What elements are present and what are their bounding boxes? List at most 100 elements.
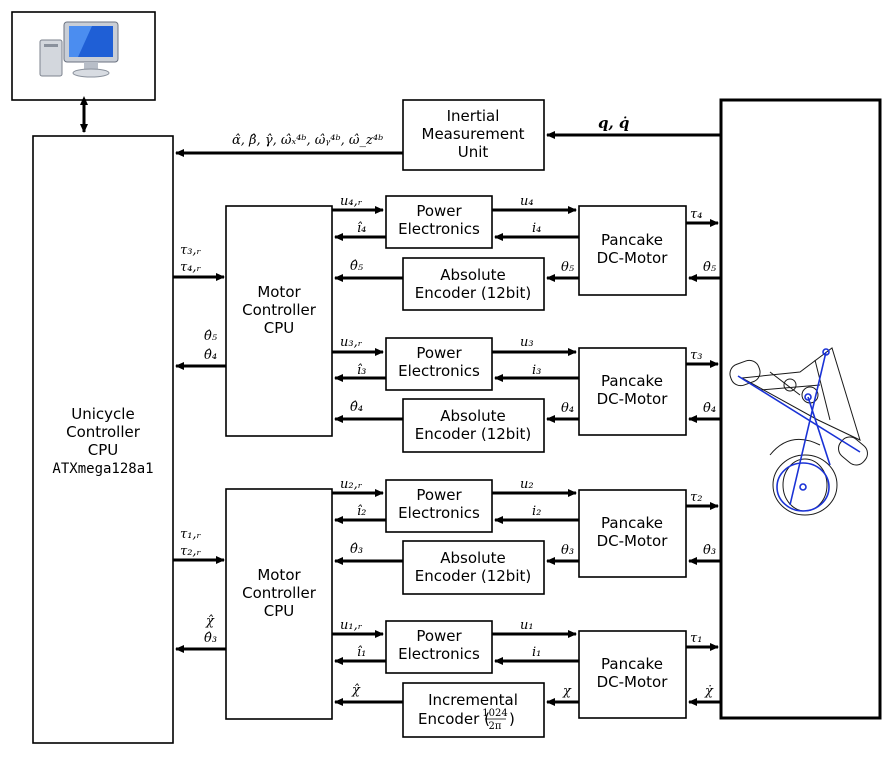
power-electronics-2 xyxy=(385,479,493,533)
pm2-label-2: DC-Motor xyxy=(597,532,669,550)
ae4-label-2: Encoder (12bit) xyxy=(415,425,531,443)
pe1-label-1: Power xyxy=(416,627,462,645)
power-electronics-3 xyxy=(385,337,493,391)
power-electronics-1 xyxy=(385,620,493,674)
pancake-motor-2 xyxy=(578,489,687,578)
motor-cpu-top-label-3: CPU xyxy=(264,319,295,337)
pe3-label-1: Power xyxy=(416,344,462,362)
signal-tau4: τ₄ xyxy=(690,207,702,222)
signal-chihat: χ̂ xyxy=(351,683,361,698)
signal-i2: i₂ xyxy=(532,504,541,519)
ie-label-2: Encoder ( xyxy=(418,710,490,728)
pe2-label-2: Electronics xyxy=(398,504,480,522)
signal-theta5: θ₅ xyxy=(561,260,575,275)
pm2-label-1: Pancake xyxy=(601,514,663,532)
signal-theta4hat: θ̂₄ xyxy=(350,400,363,415)
signal-imu-estimates: α̂, β̂, γ̂, ω̂ₓ⁴ᵇ, ω̂ᵧ⁴ᵇ, ω̂_z⁴ᵇ xyxy=(232,133,383,148)
signal-tau3r: τ₃,ᵣ xyxy=(180,243,202,258)
pancake-motor-1 xyxy=(578,630,687,719)
signal-theta5dot: θ̇₅ xyxy=(703,260,717,275)
pm3-label-1: Pancake xyxy=(601,372,663,390)
signal-u3r: u₃,ᵣ xyxy=(340,335,363,350)
signal-u3: u₃ xyxy=(520,335,534,350)
signal-chihat-up: χ̂ xyxy=(205,614,215,629)
imu-label-2: Measurement xyxy=(422,125,525,143)
signal-tau4r: τ₄,ᵣ xyxy=(180,260,202,275)
signal-i4hat: î₄ xyxy=(357,221,366,236)
unicycle-robot-icon xyxy=(729,347,868,516)
ae5-label-1: Absolute xyxy=(440,266,506,284)
pe1-label-2: Electronics xyxy=(398,645,480,663)
signal-u1r: u₁,ᵣ xyxy=(340,618,363,633)
motor-cpu-bottom-label-3: CPU xyxy=(264,602,295,620)
desktop-computer-icon xyxy=(39,21,119,78)
signal-theta5hat: θ̂₅ xyxy=(350,259,364,274)
robot-box xyxy=(719,98,882,720)
pe4-label-2: Electronics xyxy=(398,220,480,238)
pm4-label-1: Pancake xyxy=(601,231,663,249)
signal-theta4hat-up: θ̂₄ xyxy=(204,348,217,363)
signal-u4: u₄ xyxy=(520,194,534,209)
signal-tau1: τ₁ xyxy=(690,631,702,646)
motor-cpu-bottom-label-1: Motor xyxy=(257,566,301,584)
signal-theta3hat: θ̂₃ xyxy=(350,542,363,557)
pe4-label-1: Power xyxy=(416,202,462,220)
unicycle-controller-block xyxy=(32,135,174,744)
signal-tau2: τ₂ xyxy=(690,490,702,505)
motor-controller-bottom-block xyxy=(225,488,333,720)
signal-chi: χ xyxy=(562,684,572,699)
signal-i3hat: î₃ xyxy=(357,363,366,378)
ie-label-1: Incremental xyxy=(428,691,518,709)
ie-frac-den: 2π xyxy=(489,721,502,732)
unicycle-label-1: Unicycle xyxy=(71,405,134,423)
imu-block xyxy=(402,99,545,171)
motor-cpu-top-label-2: Controller xyxy=(242,301,317,319)
absolute-encoder-3 xyxy=(402,540,545,595)
unicycle-chip-label: ATXmega128a1 xyxy=(52,461,153,477)
signal-tau1r: τ₁,ᵣ xyxy=(180,527,202,542)
pm3-label-2: DC-Motor xyxy=(597,390,669,408)
signal-theta3: θ₃ xyxy=(561,543,574,558)
power-electronics-4 xyxy=(385,195,493,249)
ie-label-3: ) xyxy=(509,710,515,728)
pm1-label-2: DC-Motor xyxy=(597,673,669,691)
ae5-label-2: Encoder (12bit) xyxy=(415,284,531,302)
signal-u2: u₂ xyxy=(520,477,534,492)
signal-i3: i₃ xyxy=(532,363,541,378)
motor-controller-top-block xyxy=(225,205,333,437)
signal-theta3hat-up: θ̂₃ xyxy=(204,631,217,646)
motor-cpu-top-label-1: Motor xyxy=(257,283,301,301)
incremental-encoder xyxy=(402,682,545,738)
ae4-label-1: Absolute xyxy=(440,407,506,425)
signal-tau2r: τ₂,ᵣ xyxy=(180,544,202,559)
unicycle-label-3: CPU xyxy=(88,441,119,459)
imu-label-1: Inertial xyxy=(447,107,500,125)
absolute-encoder-4 xyxy=(402,398,545,453)
signal-theta4: θ₄ xyxy=(561,401,574,416)
signal-i4: i₄ xyxy=(532,221,541,236)
signal-i1: i₁ xyxy=(532,645,541,660)
pm1-label-1: Pancake xyxy=(601,655,663,673)
ie-frac-num: 1024 xyxy=(482,708,507,719)
signal-tau3: τ₃ xyxy=(690,348,702,363)
signal-u1: u₁ xyxy=(520,618,534,633)
signal-theta4dot: θ̇₄ xyxy=(703,401,716,416)
signal-i1hat: î₁ xyxy=(357,645,366,660)
motor-cpu-bottom-label-2: Controller xyxy=(242,584,317,602)
pancake-motor-3 xyxy=(578,347,687,436)
pe3-label-2: Electronics xyxy=(398,362,480,380)
ie-resolution-label: Encoder ( 1024 2π ) xyxy=(418,708,515,732)
signal-theta5hat-up: θ̂₅ xyxy=(204,329,218,344)
ae3-label-1: Absolute xyxy=(440,549,506,567)
signal-q-qdot: q, q̇ xyxy=(598,114,629,132)
pm4-label-2: DC-Motor xyxy=(597,249,669,267)
ae3-label-2: Encoder (12bit) xyxy=(415,567,531,585)
imu-label-3: Unit xyxy=(458,143,489,161)
signal-chidot: χ̇ xyxy=(704,684,714,699)
signal-u2r: u₂,ᵣ xyxy=(340,477,363,492)
signal-i2hat: î₂ xyxy=(357,504,366,519)
unicycle-label-2: Controller xyxy=(66,423,141,441)
absolute-encoder-5 xyxy=(402,257,545,311)
pe2-label-1: Power xyxy=(416,486,462,504)
